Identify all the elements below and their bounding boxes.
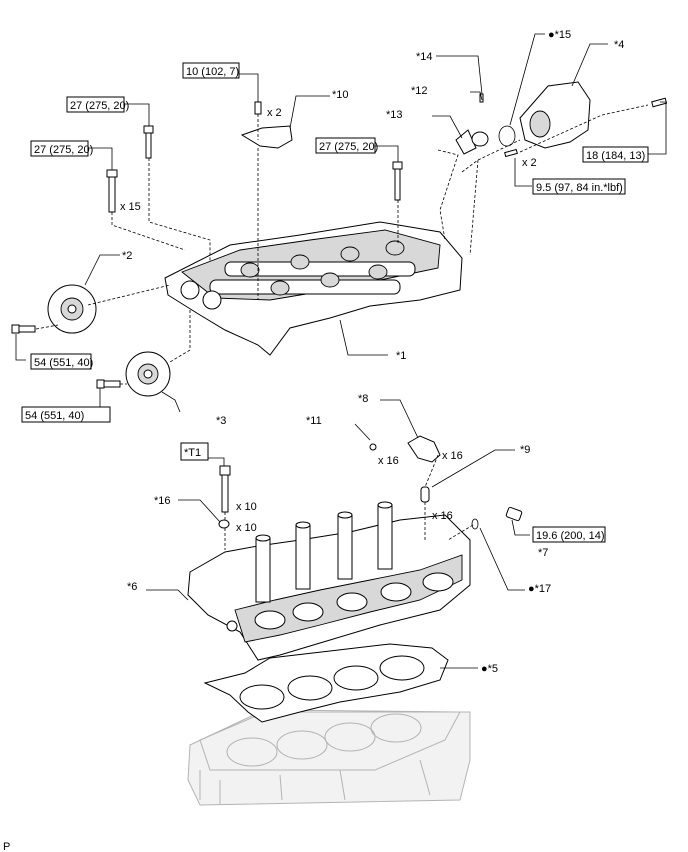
- torque-bolt-54-lower: 54 (551, 40): [25, 410, 84, 422]
- bolt-x15: [106, 169, 118, 213]
- qty-washer: x 10: [236, 522, 257, 534]
- torque-bolt-54-upper: 54 (551, 40): [34, 357, 93, 369]
- camshaft-timing-sprocket: [125, 351, 171, 397]
- cap: [471, 131, 489, 147]
- installation-tool-posts: [255, 501, 393, 603]
- torque-bolt-x15: 27 (275, 20): [34, 144, 93, 156]
- lash-adjuster: [420, 486, 430, 503]
- valve-stem-cap: [369, 443, 377, 451]
- rocker-arm: [407, 435, 441, 463]
- bolt-27-left: [143, 125, 154, 159]
- head-gasket: [203, 643, 449, 723]
- callout-14: *14: [416, 51, 433, 63]
- camshaft-timing-gear: [47, 284, 97, 334]
- qty-head-bolt: x 10: [236, 501, 257, 513]
- engine-block-ghost: [187, 709, 471, 806]
- callout-7: *7: [538, 547, 548, 559]
- torque-sensor: 19.6 (200, 14): [536, 530, 605, 542]
- qty-lash-adjuster: x 16: [432, 510, 453, 522]
- callout-6: *6: [127, 581, 137, 593]
- qty-dowel: x 2: [522, 157, 537, 169]
- part-callouts: *1 *2 *3 *4 ●*5 *6 *7 *8 *9 *10 *11 *12 …: [122, 29, 624, 675]
- torque-bolt-27-left: 27 (275, 20): [70, 100, 129, 112]
- callout-12: *12: [411, 85, 428, 97]
- o-ring-head: [471, 518, 479, 530]
- bracket: [240, 125, 293, 149]
- callout-2: *2: [122, 250, 132, 262]
- qty-valve-cap: x 16: [378, 455, 399, 467]
- qty-bolt-x15: x 15: [120, 201, 141, 213]
- callout-3: *3: [216, 415, 226, 427]
- callout-10: *10: [332, 89, 349, 101]
- vacuum-pump: [519, 81, 591, 149]
- callout-13: *13: [386, 109, 403, 121]
- bolt-54-lower: [96, 379, 121, 389]
- callout-5: ●*5: [481, 663, 498, 675]
- callout-8: *8: [358, 393, 368, 405]
- qty-rocker-arm: x 16: [442, 450, 463, 462]
- callout-17: ●*17: [528, 583, 551, 595]
- dowel: [504, 148, 518, 158]
- callout-16: *16: [154, 495, 171, 507]
- bolt-27-right: [392, 161, 403, 201]
- figure-code: P: [3, 841, 10, 852]
- o-ring: [498, 125, 516, 147]
- leader-lines: [15, 33, 667, 669]
- torque-bolt-27-right: 27 (275, 20): [319, 141, 378, 153]
- callout-9: *9: [520, 444, 530, 456]
- callout-15: ●*15: [548, 29, 571, 41]
- callout-11: *11: [306, 415, 322, 427]
- cylinder-head-bolt: [219, 465, 231, 513]
- bolt-10: [254, 101, 262, 115]
- quantity-labels: x 2 x 2 x 15 x 16 x 16 x 16 x 10 x 10: [120, 107, 537, 534]
- cam-position-sensor: [505, 506, 523, 522]
- bolt-54-upper: [11, 324, 36, 334]
- bolt-18: [651, 97, 668, 108]
- tool-t1-label: *T1: [184, 447, 201, 459]
- callout-1: *1: [396, 350, 406, 362]
- camshaft-housing: [164, 221, 463, 356]
- qty-bracket-bolt: x 2: [267, 107, 282, 119]
- torque-labels: 10 (102, 7) 27 (275, 20) 27 (275, 20) 27…: [21, 62, 649, 543]
- cylinder-head: [187, 514, 471, 661]
- torque-dowel: 9.5 (97, 84 in.*lbf): [536, 182, 623, 194]
- callout-4: *4: [614, 39, 624, 51]
- washer: [218, 519, 230, 529]
- torque-bracket-bolt: 10 (102, 7): [186, 66, 239, 78]
- torque-bolt-18: 18 (184, 13): [586, 150, 645, 162]
